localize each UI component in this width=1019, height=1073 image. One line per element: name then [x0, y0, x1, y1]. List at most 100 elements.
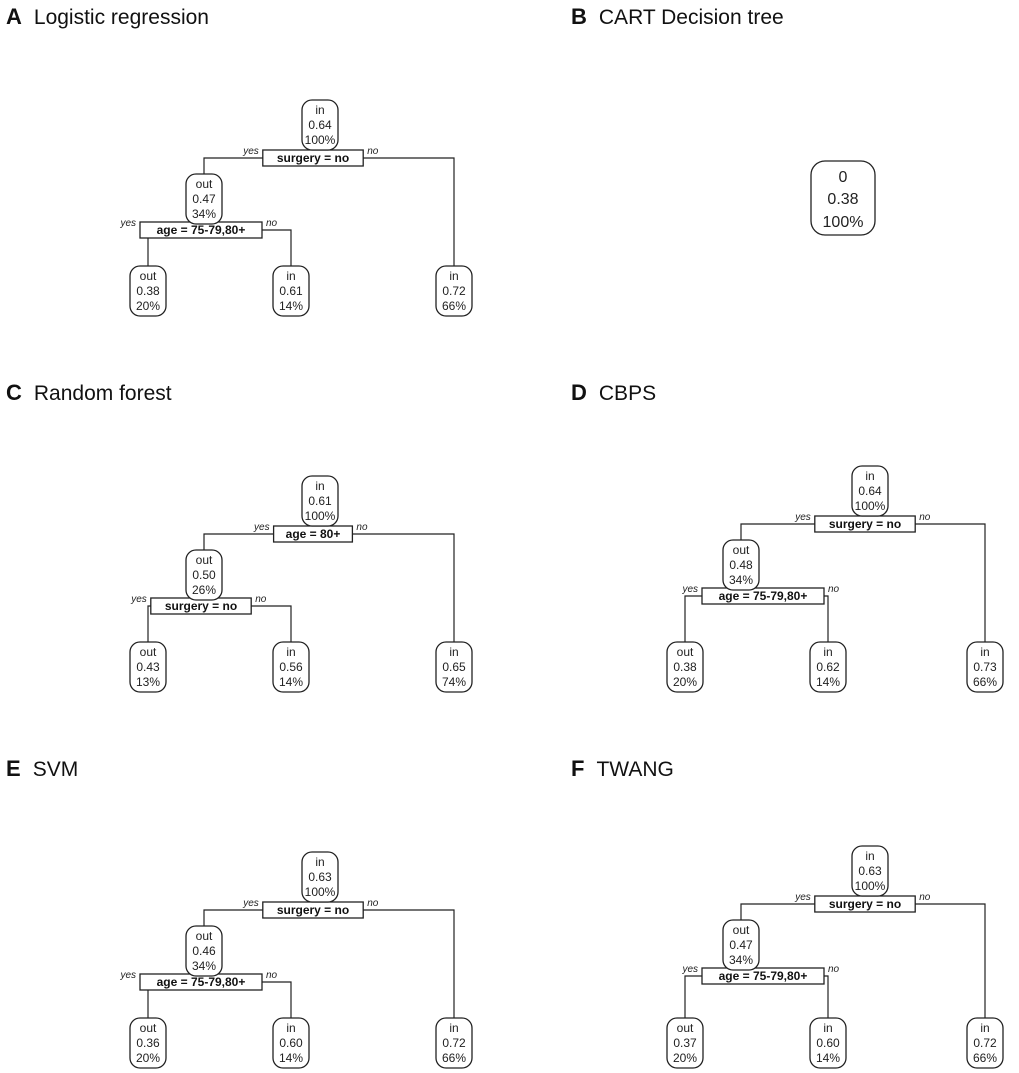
- panel-title: TWANG: [596, 758, 674, 781]
- no-label: no: [266, 970, 278, 981]
- tree-node: [272, 265, 310, 317]
- tree-node: [722, 919, 760, 971]
- tree-edge-yes: [203, 909, 263, 926]
- node-class: in: [823, 1021, 832, 1035]
- node-percentage: 20%: [136, 1051, 160, 1065]
- node-class: 0: [839, 169, 848, 186]
- split-label: surgery = no: [277, 151, 349, 165]
- tree-node: [301, 851, 339, 903]
- no-label: no: [919, 892, 931, 903]
- tree-edge-no: [363, 909, 455, 1018]
- yes-label: yes: [794, 892, 811, 903]
- yes-label: yes: [119, 218, 136, 229]
- node-probability: 0.73: [973, 660, 997, 674]
- panel-title: SVM: [32, 758, 79, 781]
- tree-node: [301, 475, 339, 527]
- tree-node: [666, 1017, 704, 1069]
- split-label: surgery = no: [829, 897, 901, 911]
- node-percentage: 14%: [816, 1051, 840, 1065]
- node-percentage: 100%: [305, 133, 336, 147]
- tree-node: [185, 925, 223, 977]
- node-class: in: [286, 269, 295, 283]
- node-class: in: [449, 1021, 458, 1035]
- tree-node: [966, 641, 1004, 693]
- node-probability: 0.72: [973, 1036, 997, 1050]
- node-class: in: [980, 1021, 989, 1035]
- node-probability: 0.72: [442, 1036, 466, 1050]
- node-percentage: 14%: [279, 1051, 303, 1065]
- tree-edge-no: [352, 533, 455, 642]
- panel-header: E SVM: [6, 756, 78, 782]
- no-label: no: [356, 522, 368, 533]
- tree-node: [851, 845, 889, 897]
- node-probability: 0.48: [729, 558, 753, 572]
- node-percentage: 100%: [305, 885, 336, 899]
- no-label: no: [255, 594, 267, 605]
- yes-label: yes: [130, 594, 147, 605]
- split-label: age = 75-79,80+: [719, 589, 808, 603]
- no-label: no: [828, 964, 840, 975]
- panel-letter: E: [6, 756, 21, 781]
- node-class: in: [823, 645, 832, 659]
- node-percentage: 100%: [823, 214, 864, 231]
- split-box: [701, 967, 825, 985]
- node-percentage: 66%: [442, 299, 466, 313]
- tree-edge-yes: [684, 975, 702, 1018]
- node-class: out: [677, 645, 694, 659]
- node-probability: 0.64: [308, 118, 332, 132]
- split-label: surgery = no: [165, 599, 237, 613]
- yes-label: yes: [242, 898, 259, 909]
- tree-node: [272, 641, 310, 693]
- node-percentage: 34%: [192, 959, 216, 973]
- node-percentage: 14%: [279, 675, 303, 689]
- no-label: no: [828, 584, 840, 595]
- split-label: age = 75-79,80+: [719, 969, 808, 983]
- node-probability: 0.46: [192, 944, 216, 958]
- node-class: in: [865, 849, 874, 863]
- tree-node: [666, 641, 704, 693]
- node-probability: 0.38: [827, 191, 858, 208]
- node-percentage: 34%: [192, 207, 216, 221]
- node-class: out: [733, 923, 750, 937]
- node-class: in: [286, 645, 295, 659]
- node-probability: 0.62: [816, 660, 840, 674]
- node-percentage: 14%: [279, 299, 303, 313]
- node-probability: 0.61: [308, 494, 332, 508]
- tree-node: [185, 549, 223, 601]
- tree-node: [809, 1017, 847, 1069]
- yes-label: yes: [242, 146, 259, 157]
- node-percentage: 74%: [442, 675, 466, 689]
- node-class: out: [140, 645, 157, 659]
- node-percentage: 100%: [855, 499, 886, 513]
- node-probability: 0.38: [136, 284, 160, 298]
- tree-node: [129, 641, 167, 693]
- panel-letter: A: [6, 4, 22, 29]
- node-probability: 0.63: [858, 864, 882, 878]
- tree-edge-no: [915, 523, 986, 642]
- node-probability: 0.60: [816, 1036, 840, 1050]
- node-percentage: 34%: [729, 573, 753, 587]
- yes-label: yes: [681, 964, 698, 975]
- node-probability: 0.60: [279, 1036, 303, 1050]
- node-probability: 0.64: [858, 484, 882, 498]
- node-class: out: [677, 1021, 694, 1035]
- tree-node: [129, 265, 167, 317]
- tree-edge-yes: [203, 157, 263, 174]
- node-probability: 0.47: [192, 192, 216, 206]
- node-class: in: [865, 469, 874, 483]
- node-percentage: 100%: [305, 509, 336, 523]
- node-probability: 0.37: [673, 1036, 697, 1050]
- tree-edge-yes: [684, 595, 702, 642]
- tree-node: [301, 99, 339, 151]
- tree-node: [272, 1017, 310, 1069]
